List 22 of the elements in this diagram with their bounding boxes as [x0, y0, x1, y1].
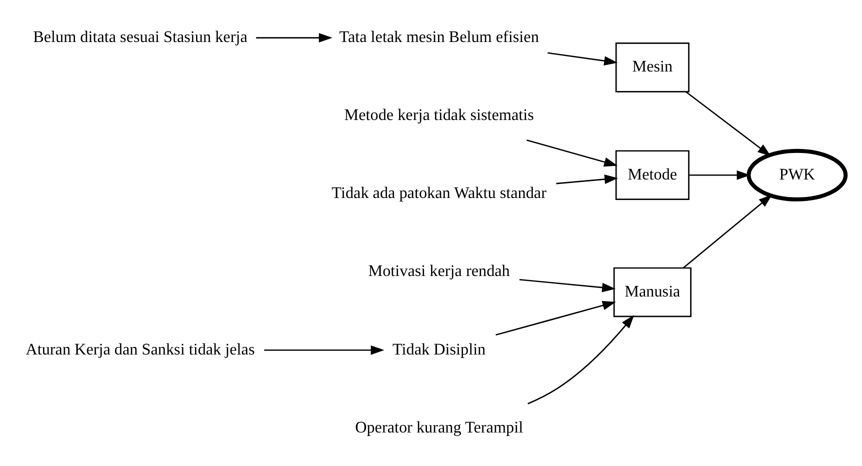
node-box: Manusia [613, 267, 692, 318]
node-text: Motivasi kerja rendah [368, 263, 510, 280]
node-text: Aturan Kerja dan Sanksi tidak jelas [26, 341, 255, 358]
arrow [496, 300, 616, 336]
node-ellipse: PWK [746, 148, 848, 202]
node-text: Metode kerja tidak sistematis [344, 107, 534, 124]
arrow [686, 91, 772, 156]
node-text: Tidak Disiplin [392, 341, 486, 358]
arrow [256, 33, 332, 43]
node-text: Tata letak mesin Belum efisien [339, 28, 539, 46]
arrow [556, 174, 618, 184]
arrow [526, 140, 618, 167]
node-box: Mesin [615, 42, 690, 92]
arrow [528, 314, 634, 404]
arrow [682, 194, 772, 268]
node-text: Operator kurang Terampil [355, 419, 524, 436]
node-box: Metode [615, 150, 690, 200]
node-text: Belum ditata sesuai Stasiun kerja [33, 28, 248, 46]
node-text: Tidak ada patokan Waktu standar [332, 185, 546, 202]
arrow [519, 278, 616, 292]
arrow [548, 52, 618, 66]
arrow [264, 345, 384, 355]
